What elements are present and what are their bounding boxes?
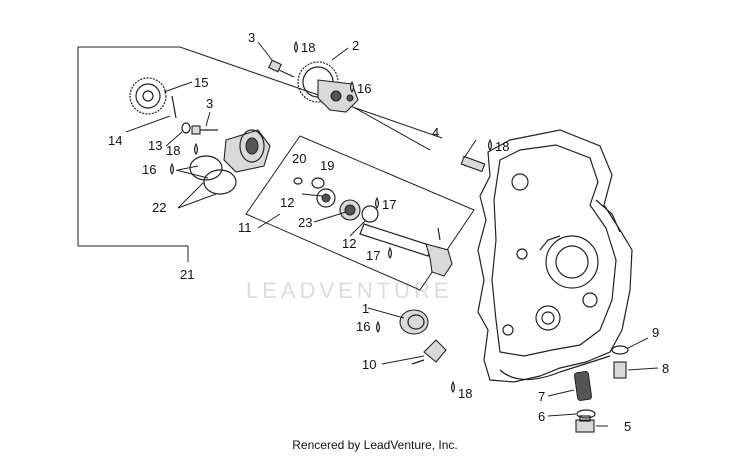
part-9-washer <box>611 345 629 355</box>
drop-icon-16c <box>375 320 381 333</box>
part-8-plug <box>613 361 627 379</box>
label-3-top: 3 <box>248 30 255 45</box>
label-22: 22 <box>152 200 166 215</box>
drop-icon-18c <box>487 138 493 151</box>
part-6-washer <box>576 409 596 419</box>
part-13-washer <box>181 122 191 134</box>
label-18-left: 18 <box>166 143 180 158</box>
label-19: 19 <box>320 158 334 173</box>
label-21: 21 <box>180 267 194 282</box>
part-12-bearing-right <box>361 205 379 223</box>
footer-credit: Rencered by LeadVenture, Inc. <box>292 438 458 452</box>
drop-icon-16a <box>349 80 355 93</box>
part-2-pump-gear <box>297 61 359 113</box>
part-14-pin <box>171 95 177 119</box>
group-21-outline <box>77 46 443 246</box>
label-2: 2 <box>352 38 359 53</box>
part-12-bearing-left <box>316 188 336 208</box>
label-16-top: 16 <box>357 81 371 96</box>
label-12-mid: 12 <box>342 236 356 251</box>
part-4-stud <box>460 155 486 173</box>
part-10-sensor <box>411 339 447 365</box>
crankcase-half <box>477 129 633 383</box>
label-23: 23 <box>298 215 312 230</box>
label-10: 10 <box>362 357 376 372</box>
label-16-bottom: 16 <box>356 319 370 334</box>
part-19-seal <box>311 177 325 189</box>
label-17-mid: 17 <box>366 248 380 263</box>
part-3-screw-left <box>191 125 218 135</box>
label-15: 15 <box>194 75 208 90</box>
label-18-top: 18 <box>301 40 315 55</box>
label-17-right: 17 <box>382 197 396 212</box>
part-15-gear <box>129 77 167 115</box>
label-4: 4 <box>432 125 439 140</box>
part-1-bearing <box>399 309 429 335</box>
part-3-screw-top <box>268 59 295 78</box>
label-3-left: 3 <box>206 96 213 111</box>
label-18-bottom: 18 <box>458 386 472 401</box>
watermark: LEADVENTURE <box>246 278 453 303</box>
drop-icon-17b <box>387 246 393 259</box>
label-12-left: 12 <box>280 195 294 210</box>
part-23-bearing <box>339 199 361 221</box>
label-5: 5 <box>624 419 631 434</box>
label-18-right: 18 <box>495 139 509 154</box>
label-11: 11 <box>238 220 252 235</box>
drop-icon-17a <box>374 196 380 209</box>
label-7: 7 <box>538 389 545 404</box>
label-1: 1 <box>362 301 369 316</box>
label-14: 14 <box>108 133 122 148</box>
part-5-plug <box>575 415 595 433</box>
drop-icon-18d <box>450 380 456 393</box>
part-17-shaft <box>359 223 453 277</box>
label-20: 20 <box>292 151 306 166</box>
label-9: 9 <box>652 325 659 340</box>
group-11-outline <box>245 135 475 291</box>
drop-icon-18a <box>293 40 299 53</box>
label-6: 6 <box>538 409 545 424</box>
part-7-spring <box>574 371 592 401</box>
label-8: 8 <box>662 361 669 376</box>
drop-icon-18b <box>193 142 199 155</box>
label-16-left: 16 <box>142 162 156 177</box>
label-13: 13 <box>148 138 162 153</box>
part-20-washer <box>293 177 303 185</box>
pump-cover <box>223 129 271 173</box>
drop-icon-16b <box>169 162 175 175</box>
